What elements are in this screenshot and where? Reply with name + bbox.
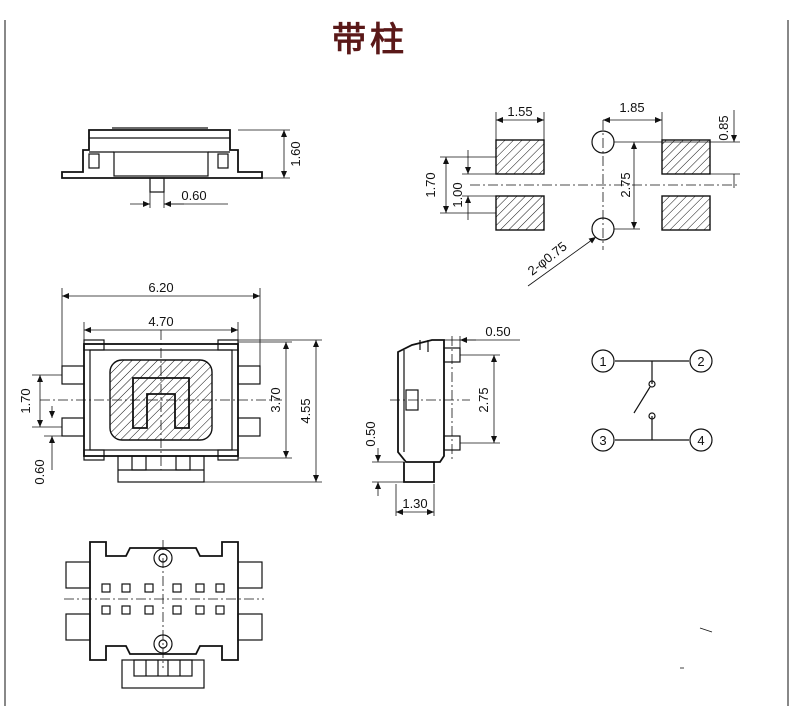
drawing-title: 带柱 bbox=[332, 20, 408, 60]
overall-width-dim: 6.20 bbox=[148, 280, 173, 295]
pad-layout bbox=[440, 110, 740, 287]
base-dim: 0.50 bbox=[363, 421, 378, 446]
side-height-dim: 1.60 bbox=[288, 141, 303, 166]
pad-pitch-dim: 1.70 bbox=[423, 172, 438, 197]
body-width-dim: 4.70 bbox=[148, 314, 173, 329]
pin-label-3: 3 bbox=[599, 433, 606, 448]
stray-mark bbox=[699, 627, 713, 633]
body-height-dim: 3.70 bbox=[268, 387, 283, 412]
side-post-dim: 0.60 bbox=[181, 188, 206, 203]
pad-bottom-left bbox=[495, 195, 545, 231]
pad-top-left bbox=[495, 139, 545, 175]
pin-label-4: 4 bbox=[697, 433, 704, 448]
depth-dim: 1.30 bbox=[402, 496, 427, 511]
pad-offset-dim: 0.85 bbox=[716, 115, 731, 140]
top-view bbox=[32, 288, 322, 483]
pad-top-right bbox=[661, 139, 711, 175]
side-view bbox=[61, 127, 290, 208]
pin-width-dim: 0.60 bbox=[32, 459, 47, 484]
pad-bottom-right bbox=[661, 195, 711, 231]
overall-height-dim: 4.55 bbox=[298, 398, 313, 423]
bottom-view bbox=[64, 540, 264, 689]
lead-dim: 0.50 bbox=[485, 324, 510, 339]
pin-label-1: 1 bbox=[599, 354, 606, 369]
pin-pitch-dim: 1.70 bbox=[18, 388, 33, 413]
switch-schematic bbox=[591, 349, 713, 452]
pad-width-dim: 1.55 bbox=[507, 104, 532, 119]
end-view bbox=[372, 336, 520, 516]
pad-height-dim: 1.00 bbox=[450, 182, 465, 207]
post-spacing-dim: 1.85 bbox=[619, 100, 644, 115]
pin-label-2: 2 bbox=[697, 354, 704, 369]
pin-span-dim: 2.75 bbox=[476, 387, 491, 412]
vertical-span-dim: 2.75 bbox=[618, 172, 633, 197]
